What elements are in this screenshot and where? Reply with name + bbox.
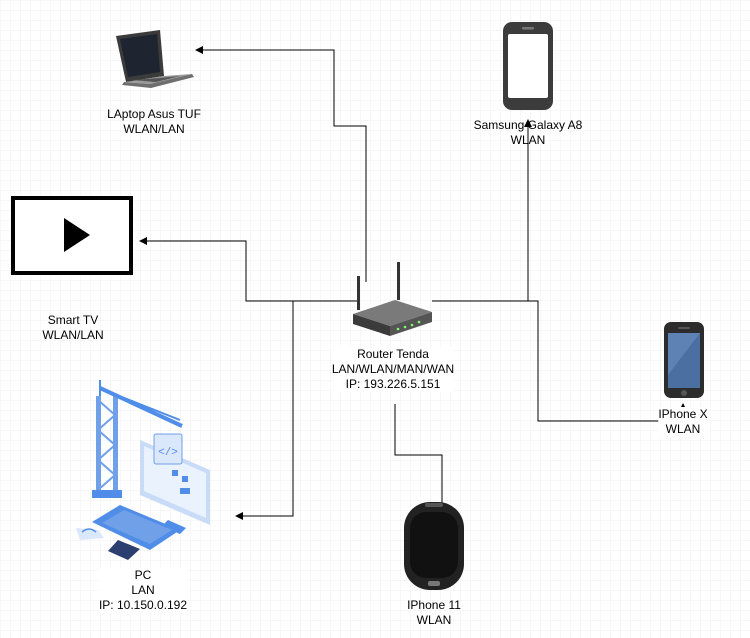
iphonex-connection: WLAN [665,422,701,436]
iphone11-connection: WLAN [416,613,452,627]
laptop-name: LAptop Asus TUF [107,107,201,121]
edge-router-pc [235,300,358,520]
iphonex-label: IPhone X WLAN [658,407,708,437]
pc-connection: LAN [131,583,155,597]
router-ip: IP: 193.226.5.151 [345,377,441,391]
router-label: Router Tenda LAN/WLAN/MAN/WAN IP: 193.22… [331,347,455,392]
iphone11-icon [404,502,464,590]
router-icon [353,262,432,336]
samsung-connection: WLAN [510,133,546,147]
pc-label: PC LAN IP: 10.150.0.192 [98,568,188,613]
tv-icon [11,196,133,275]
pc-icon: </> [76,380,210,560]
iphonex-icon [664,322,704,398]
iphonex-name: IPhone X [658,407,708,421]
samsung-label: Samsung Galaxy A8 WLAN [474,118,583,148]
edge-router-iphone11 [394,404,443,505]
laptop-connection: WLAN/LAN [123,122,185,136]
iphone11-name: IPhone 11 [407,598,461,612]
tv-label: Smart TV WLAN/LAN [42,313,103,343]
samsung-phone-icon [503,22,553,110]
svg-text:</>: </> [158,447,178,459]
edge-router-laptop [195,46,367,282]
tv-name: Smart TV [47,313,99,327]
laptop-icon [116,30,194,88]
tv-connection: WLAN/LAN [42,328,104,342]
pc-name: PC [134,568,152,582]
samsung-name: Samsung Galaxy A8 [473,118,583,132]
pc-ip: IP: 10.150.0.192 [98,598,188,612]
router-name: Router Tenda [357,347,429,361]
laptop-label: LAptop Asus TUF WLAN/LAN [107,107,201,137]
iphone11-label: IPhone 11 WLAN [407,598,461,628]
router-connection: LAN/WLAN/MAN/WAN [331,362,455,376]
